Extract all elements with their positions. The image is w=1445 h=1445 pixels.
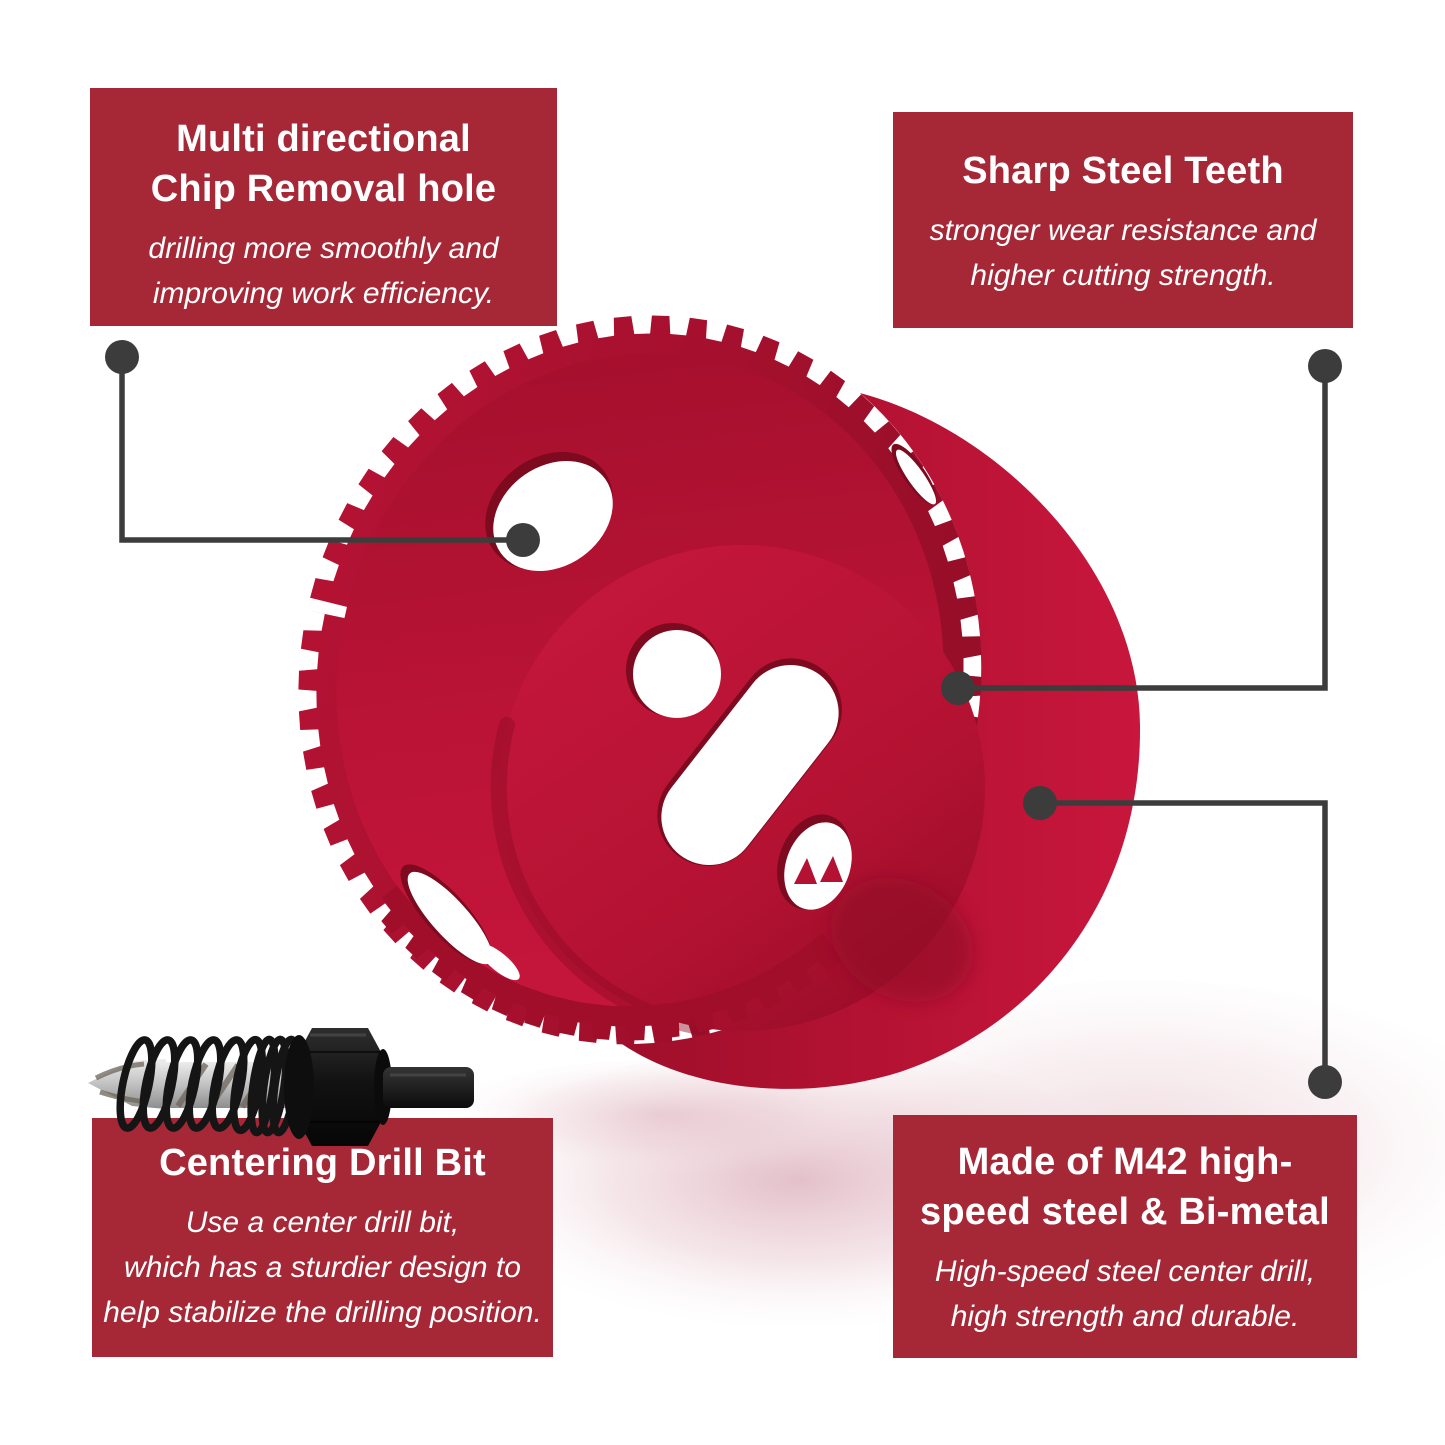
connector-dot-chip-hole-end (506, 523, 540, 557)
desc-line: high strength and durable. (950, 1300, 1300, 1334)
title-line: Multi directional (176, 118, 471, 160)
desc-line: stronger wear resistance and (929, 214, 1317, 248)
title-line: Centering Drill Bit (159, 1142, 486, 1184)
callout-sharp-teeth: Sharp Steel Teeth stronger wear resistan… (893, 112, 1353, 328)
connector-dot-m42-start (1023, 786, 1057, 820)
desc-line: higher cutting strength. (970, 259, 1276, 293)
connector-dot-steel-teeth-start (1308, 349, 1342, 383)
title-line: speed steel & Bi-metal (920, 1191, 1330, 1234)
desc-line: High-speed steel center drill, (934, 1255, 1316, 1289)
callout-description: stronger wear resistance and higher cutt… (893, 208, 1353, 298)
center-pill-slot (657, 658, 842, 866)
desc-line: Use a center drill bit, (185, 1206, 460, 1240)
desc-line: improving work efficiency. (152, 277, 495, 311)
title-line: Sharp Steel Teeth (962, 150, 1284, 192)
top-right-slit-hole (891, 443, 937, 505)
callout-description: High-speed steel center drill, high stre… (893, 1249, 1357, 1339)
callout-description: drilling more smoothly and improving wor… (90, 226, 557, 316)
callout-centering-bit: Centering Drill Bit Use a center drill b… (92, 1118, 553, 1357)
callout-description: Use a center drill bit, which has a stur… (92, 1200, 553, 1335)
disc-round-hole (626, 623, 721, 718)
hole-saw-body-wall (622, 393, 1141, 1089)
connector-chip-hole (119, 357, 523, 543)
bottom-left-sliver-hole (400, 864, 520, 981)
callout-title: Multi directional Chip Removal hole (90, 114, 557, 214)
callout-chip-removal: Multi directional Chip Removal hole dril… (90, 88, 557, 326)
desc-line: drilling more smoothly and (148, 232, 499, 266)
hole-saw (298, 315, 1141, 1089)
hole-saw-bottom-teeth (370, 885, 843, 1041)
callout-title: Centering Drill Bit (92, 1138, 553, 1188)
connector-steel-teeth (958, 366, 1328, 691)
callout-m42-steel: Made of M42 high- speed steel & Bi-metal… (893, 1115, 1357, 1358)
connector-m42-steel (1040, 800, 1328, 1082)
callout-connectors (105, 340, 1342, 1099)
title-line: Chip Removal hole (150, 168, 497, 211)
connector-dot-m42-end (1308, 1065, 1342, 1099)
desc-line: which has a sturdier design to (124, 1251, 521, 1285)
far-side-hole (831, 878, 973, 1002)
desc-line: help stabilize the drilling position. (103, 1296, 542, 1330)
connector-dot-steel-teeth-end (941, 671, 975, 705)
title-line: Made of M42 high- (957, 1141, 1293, 1183)
connector-dot-chip-hole-start (105, 340, 139, 374)
callout-title: Made of M42 high- speed steel & Bi-metal (893, 1137, 1357, 1237)
callout-title: Sharp Steel Teeth (893, 146, 1353, 196)
lower-teeth-hole (777, 814, 852, 910)
